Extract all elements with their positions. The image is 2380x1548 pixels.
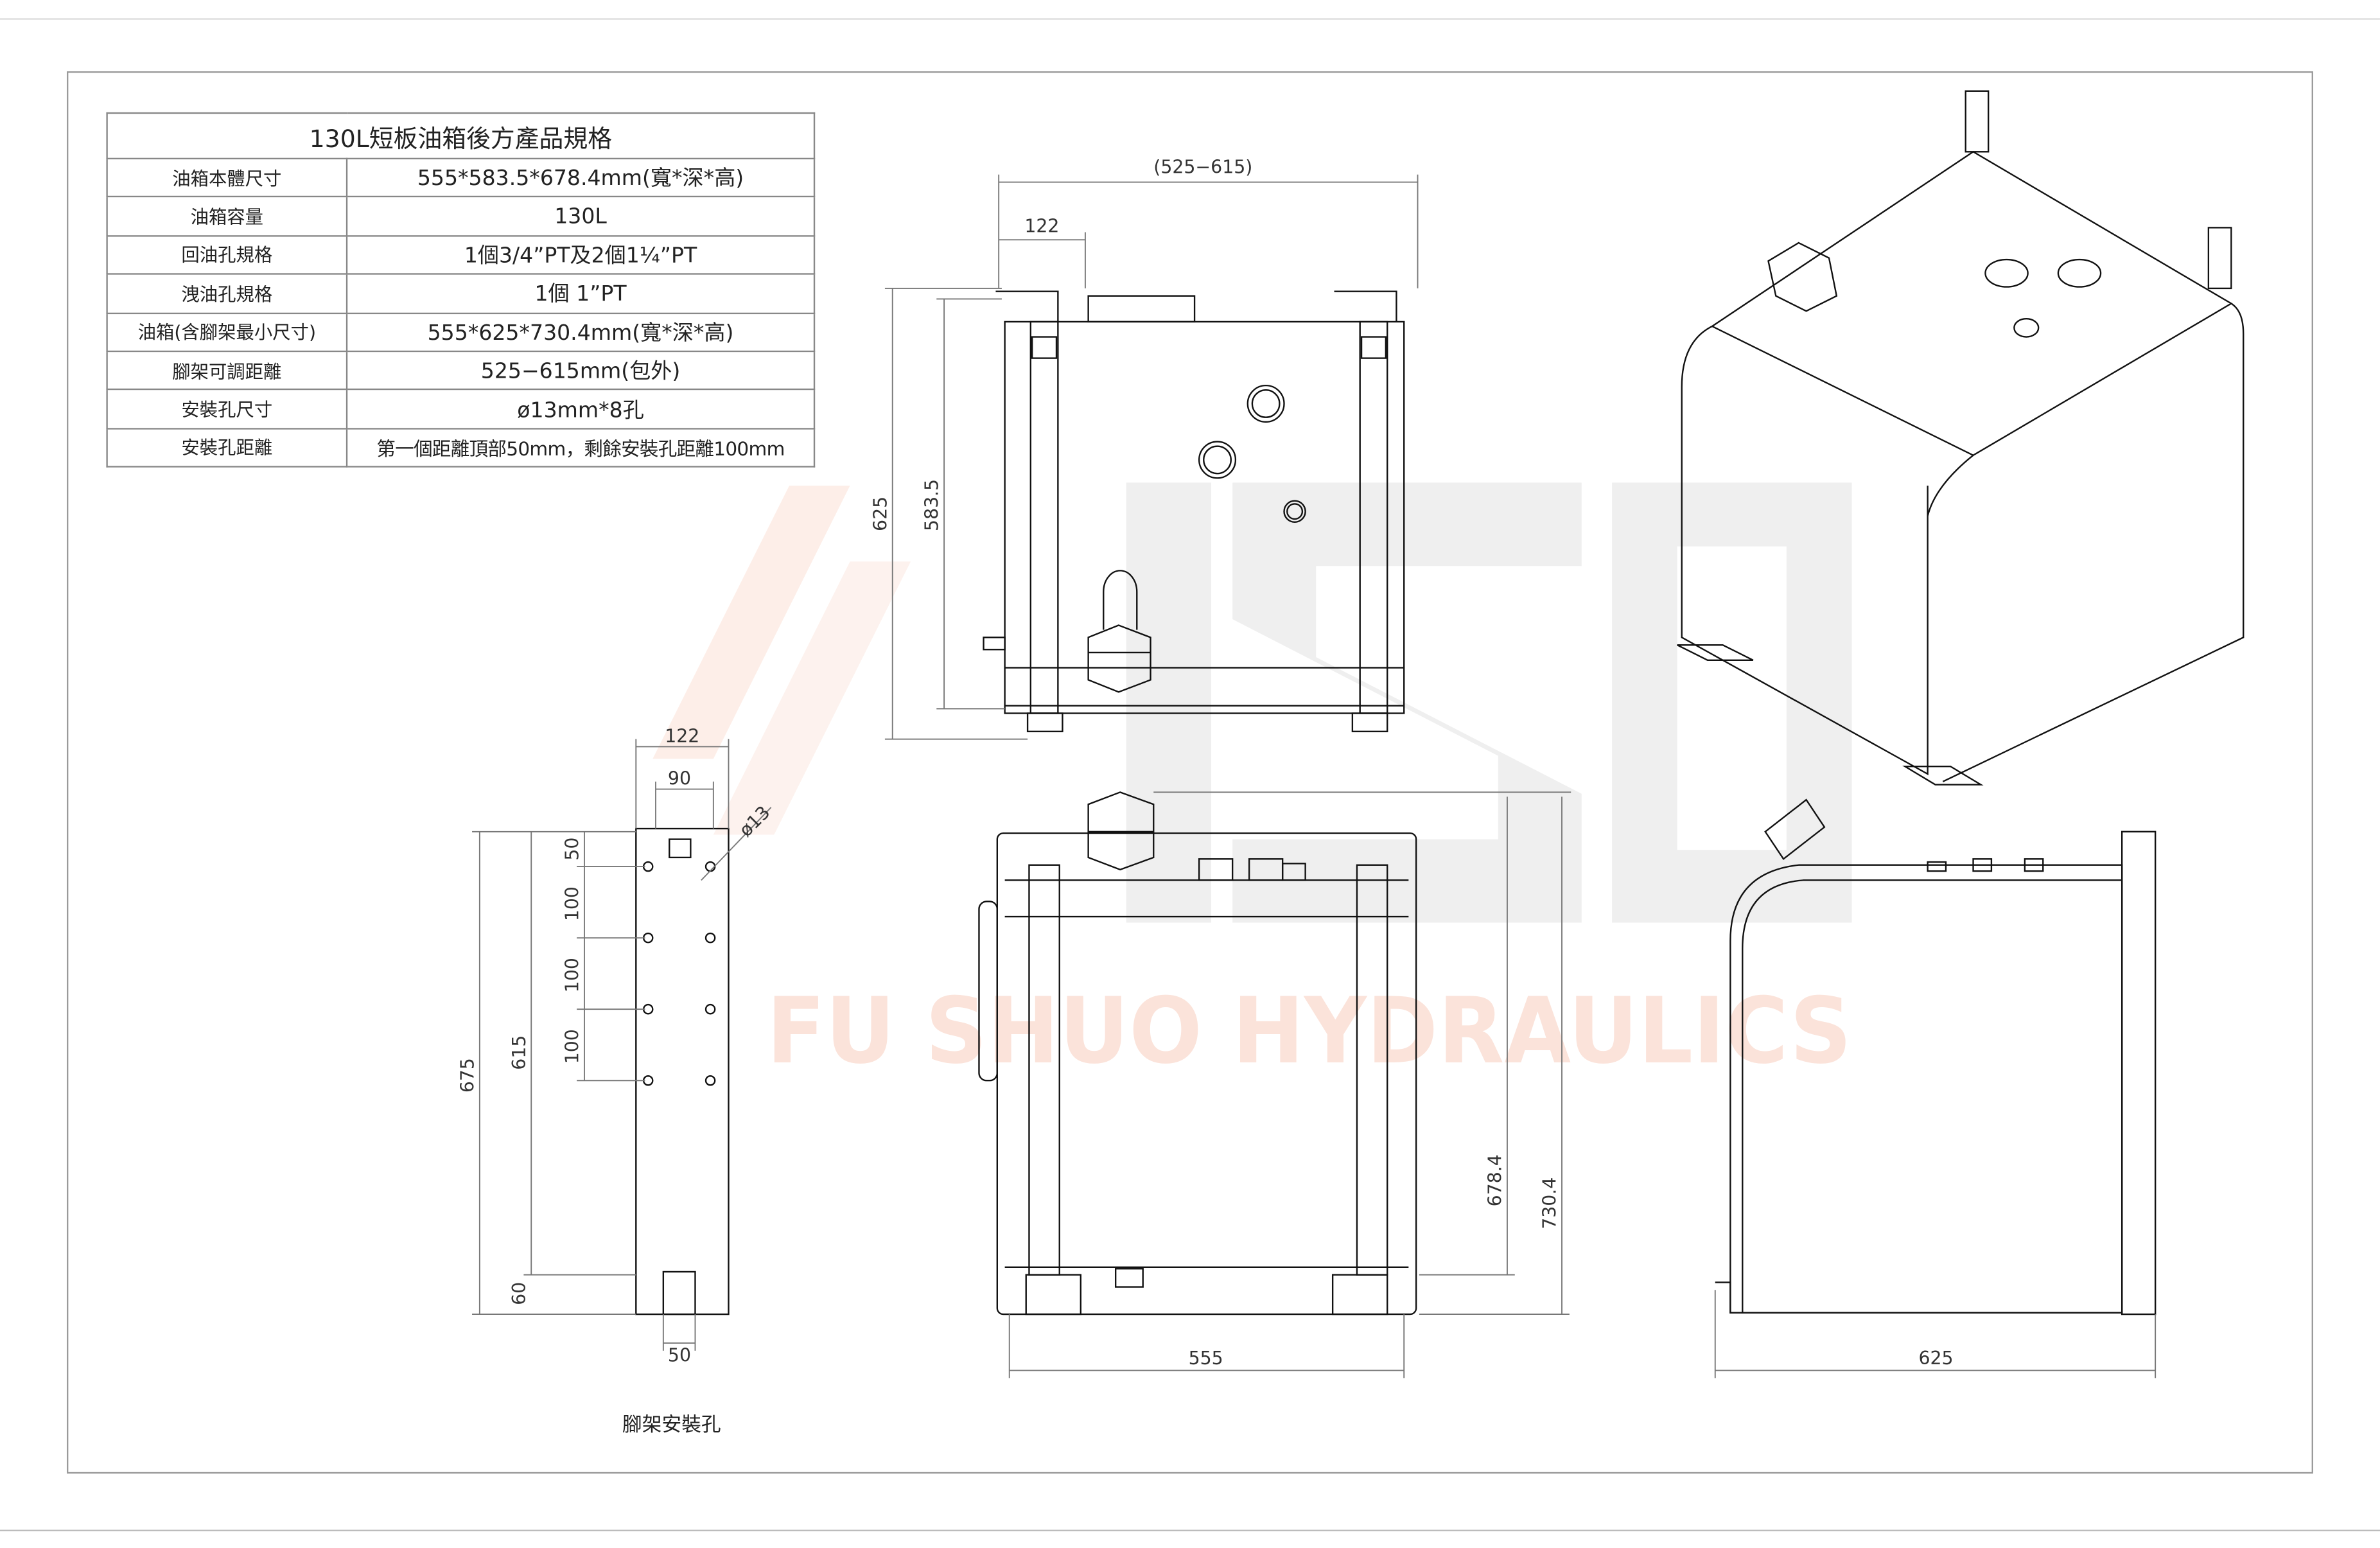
table-row: 安裝孔距離第一個距離頂部50mm，剩餘安裝孔距離100mm — [106, 427, 816, 468]
isometric-view — [1677, 90, 2244, 786]
dim-total: 675 — [457, 1058, 478, 1093]
spec-value: 525−615mm(包外) — [346, 350, 816, 391]
sheet-border — [66, 71, 2313, 1474]
spec-value: 130L — [346, 196, 816, 237]
spec-label: 腳架可調距離 — [106, 350, 348, 391]
divider — [0, 1529, 2380, 1531]
spec-value: 555*625*730.4mm(寬*深*高) — [346, 312, 816, 353]
spec-value: 第一個距離頂部50mm，剩餘安裝孔距離100mm — [346, 427, 816, 468]
dim-width-range: (525−615) — [1153, 156, 1252, 177]
spec-value: 1個3/4”PT及2個1¼”PT — [346, 234, 816, 276]
spec-label: 洩油孔規格 — [106, 273, 348, 314]
dim-first: 50 — [561, 838, 582, 861]
dim-width: 555 — [1189, 1348, 1223, 1369]
dim-pitch: 100 — [561, 1029, 582, 1064]
divider — [0, 18, 2380, 20]
spec-label: 油箱(含腳架最小尺寸) — [106, 312, 348, 353]
spec-label: 安裝孔距離 — [106, 427, 348, 468]
watermark-logo — [652, 482, 1852, 923]
dim-side-depth: 625 — [1918, 1348, 1953, 1369]
dim-bracket-width: 122 — [665, 725, 699, 746]
spec-value: 1個 1”PT — [346, 273, 816, 314]
dim-hole-span: 90 — [668, 768, 691, 789]
top-view — [983, 290, 1405, 733]
spec-table-title: 130L短板油箱後方產品規格 — [106, 112, 816, 160]
dim-bottom: 60 — [509, 1282, 530, 1305]
dim-depth-body: 583.5 — [922, 479, 943, 531]
dimension-lines — [472, 174, 2157, 1378]
watermark-text: FU SHUO HYDRAULICS — [767, 978, 1852, 1084]
spec-label: 油箱容量 — [106, 196, 348, 237]
bracket-caption: 腳架安裝孔 — [622, 1414, 721, 1438]
side-view — [1715, 798, 2157, 1315]
spec-label: 回油孔規格 — [106, 234, 348, 276]
front-view — [978, 791, 1417, 1315]
bracket-view — [635, 827, 730, 1315]
dim-pitch: 100 — [561, 958, 582, 992]
dim-depth-total: 625 — [870, 497, 891, 531]
dim-height-total: 730.4 — [1539, 1177, 1561, 1229]
spec-label: 油箱本體尺寸 — [106, 157, 348, 198]
dim-foot: 50 — [668, 1344, 691, 1366]
dim-pitch: 100 — [561, 886, 582, 921]
dim-height-body: 678.4 — [1484, 1154, 1505, 1206]
dim-span: 615 — [509, 1035, 530, 1070]
spec-value: ø13mm*8孔 — [346, 389, 816, 430]
table-row: 油箱(含腳架最小尺寸)555*625*730.4mm(寬*深*高) — [106, 312, 816, 353]
dim-bracket: 122 — [1024, 215, 1059, 236]
spec-value: 555*583.5*678.4mm(寬*深*高) — [346, 157, 816, 198]
spec-label: 安裝孔尺寸 — [106, 389, 348, 430]
